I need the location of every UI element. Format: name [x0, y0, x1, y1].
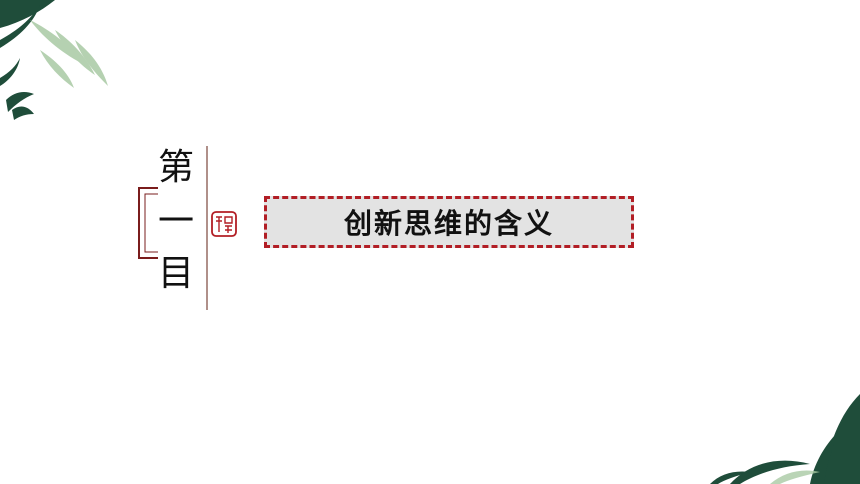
seal-stamp-icon — [211, 211, 237, 237]
heading-char: 目 — [157, 253, 194, 294]
heading-char: 第 — [157, 147, 194, 188]
heading-char: 一 — [157, 201, 194, 242]
title-text: 创新思维的含义 — [343, 207, 554, 240]
section-heading: 第 一 目 — [150, 140, 200, 310]
bracket-decoration — [138, 187, 158, 259]
title-box: 创新思维的含义 — [264, 196, 634, 248]
vertical-divider — [206, 146, 208, 310]
leaves-decoration-bottom-right — [710, 394, 860, 484]
leaves-decoration-top-left — [0, 0, 108, 120]
